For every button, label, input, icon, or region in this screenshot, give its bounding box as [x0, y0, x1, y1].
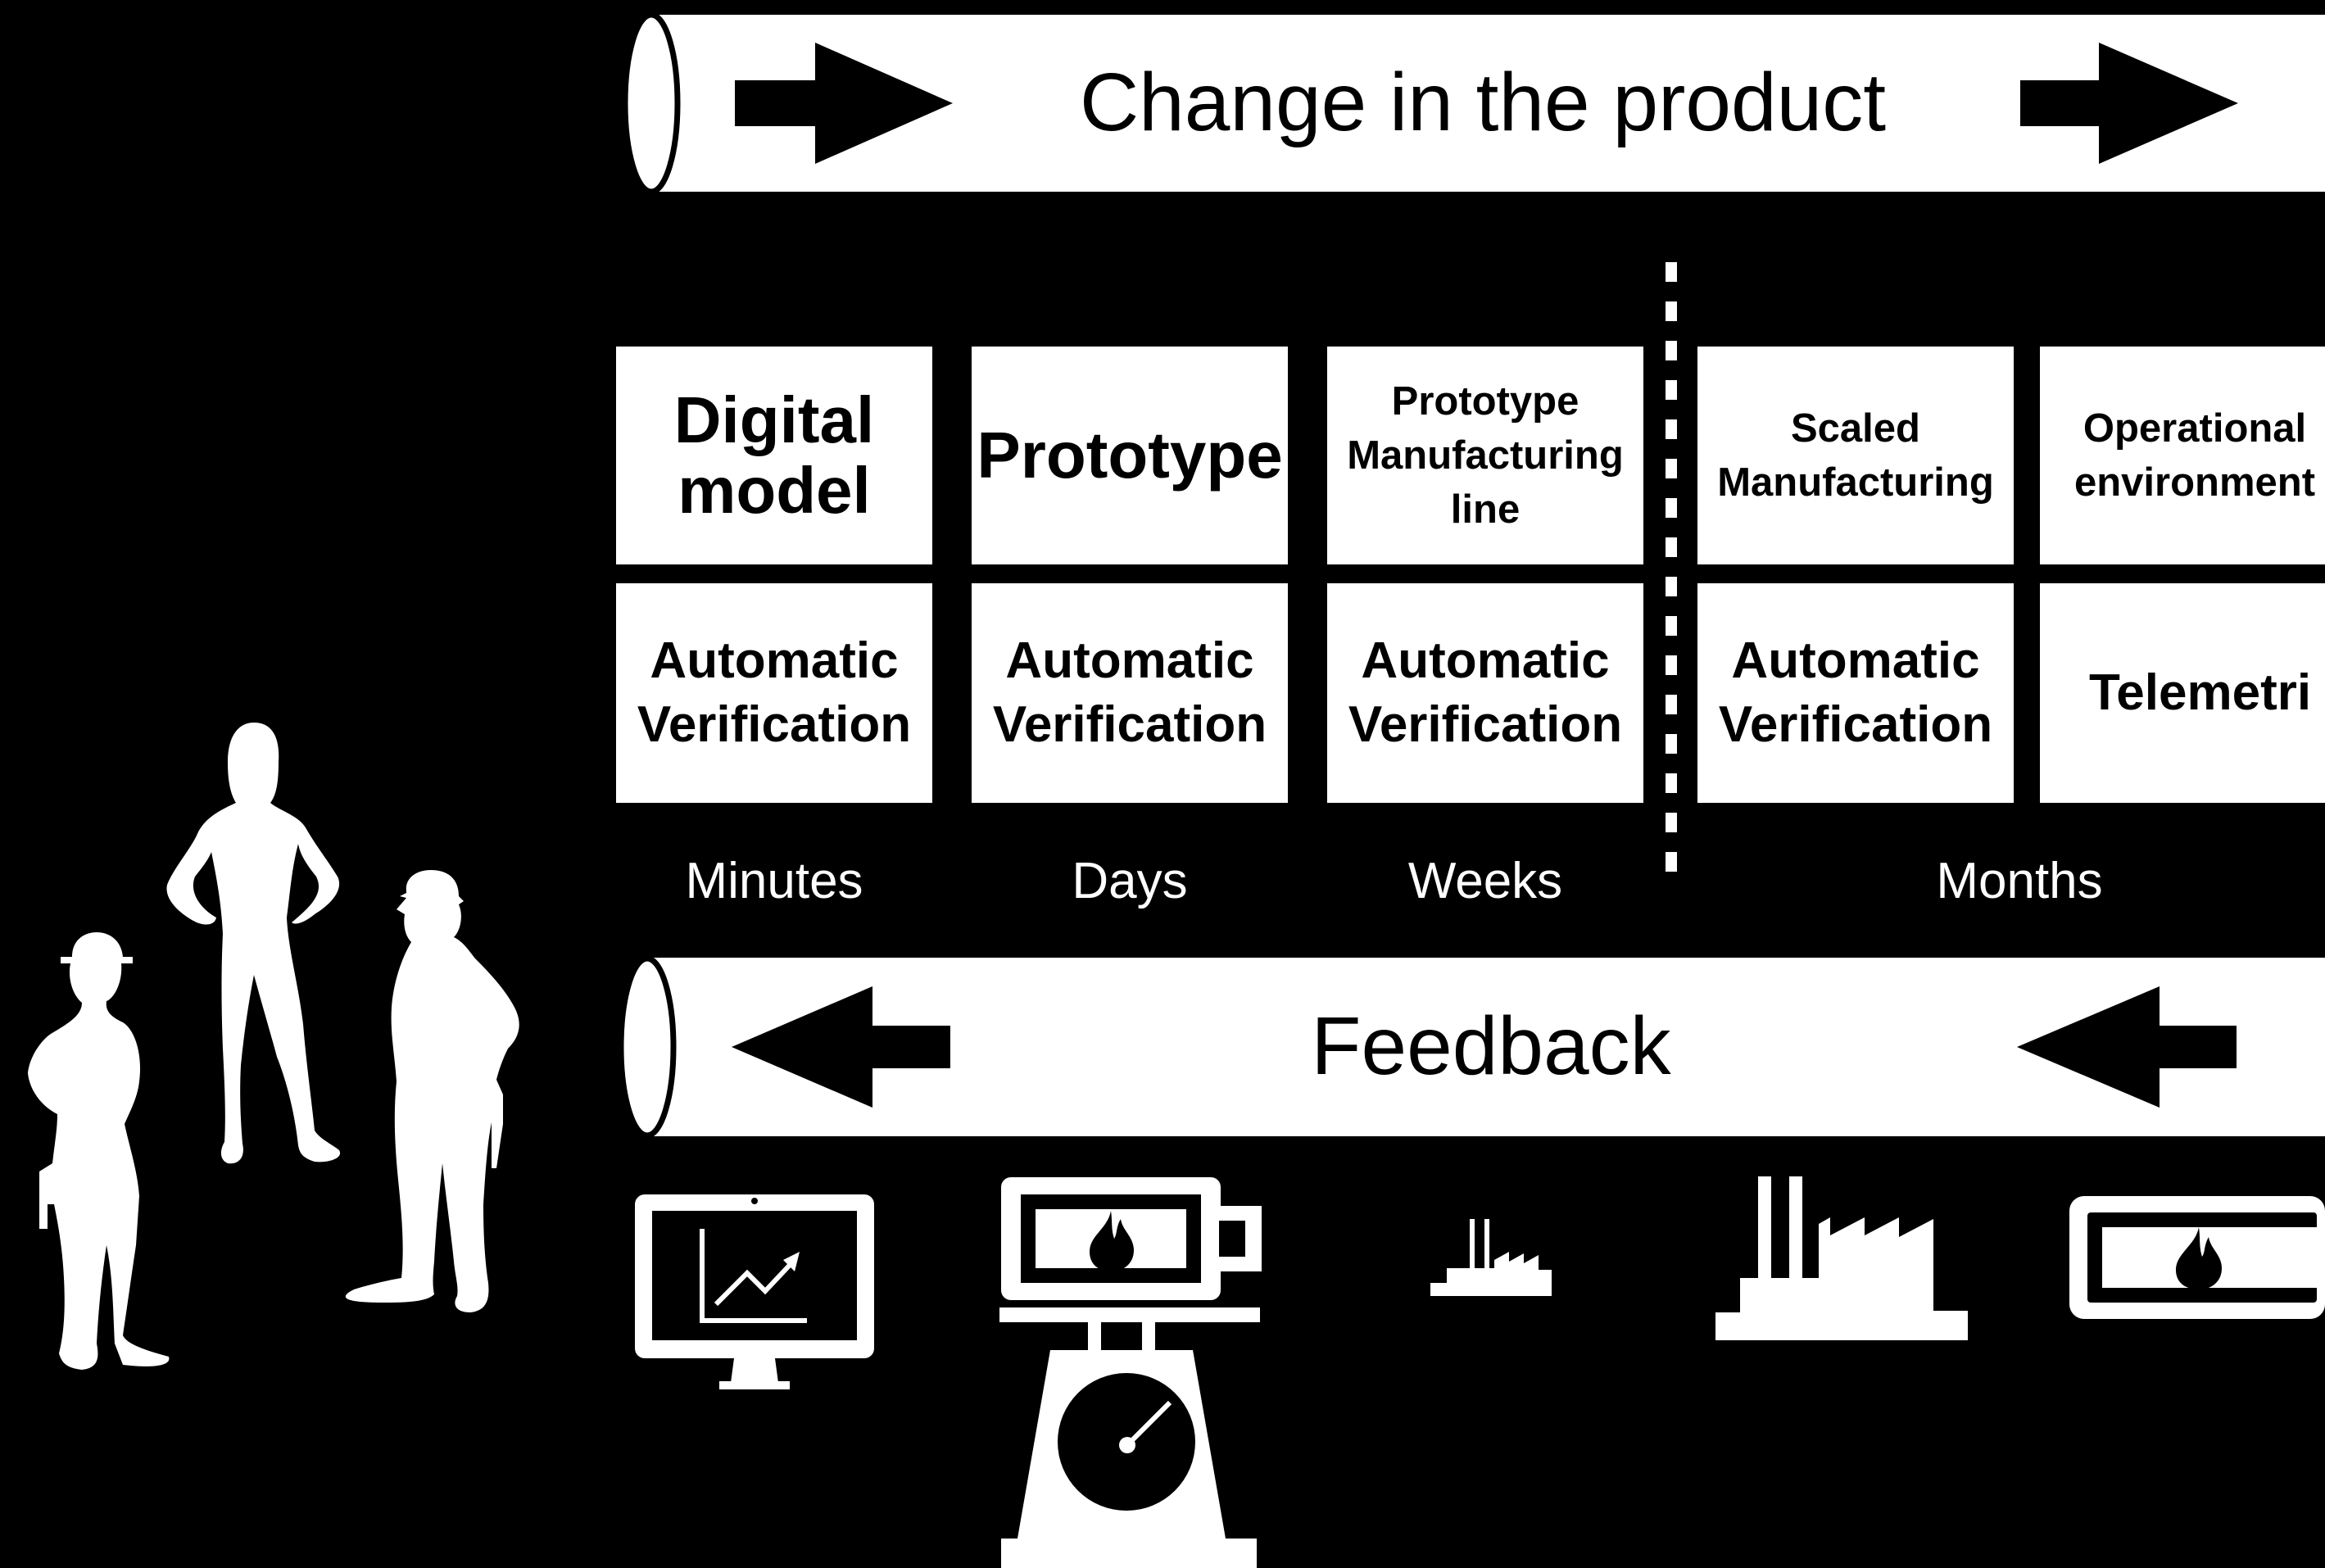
- battery-flame-icon: [2069, 1196, 2325, 1319]
- stage-label: Operational environment: [2074, 406, 2316, 505]
- telemetry-box: Telemetri: [2040, 583, 2325, 803]
- man-hardhat-silhouette: [345, 870, 519, 1312]
- verification-label: Automatic Verification: [637, 632, 912, 753]
- verification-box: Automatic Verification: [972, 583, 1288, 803]
- stage-label: Digital model: [673, 383, 875, 527]
- stage-box-digital-model: Digital model: [616, 347, 932, 564]
- stage-box-operational-environment: Operational environment: [2040, 347, 2325, 564]
- woman-silhouette: [166, 723, 341, 1164]
- arrow-right-icon: [735, 43, 953, 164]
- arrow-left-icon: [732, 986, 950, 1108]
- stage-box-prototype-manufacturing-line: Prototype Manufacturing line: [1327, 347, 1643, 564]
- verification-label: Automatic Verification: [992, 632, 1267, 753]
- feedback-label: Feedback: [1311, 1000, 1671, 1092]
- feedback-band: [618, 955, 2325, 1139]
- stage-box-prototype: Prototype: [972, 347, 1288, 564]
- monitor-chart-icon: [635, 1194, 874, 1389]
- stage-box-scaled-manufacturing: Scaled Manufacturing: [1697, 347, 2014, 564]
- verification-label: Automatic Verification: [1718, 632, 1993, 753]
- verification-box: Automatic Verification: [1327, 583, 1643, 803]
- arrow-right-icon: [2020, 43, 2238, 164]
- time-label-months: Months: [1936, 853, 2103, 909]
- telemetry-label: Telemetri: [2089, 664, 2312, 721]
- small-factory-icon: [1430, 1219, 1552, 1296]
- large-factory-icon: [1715, 1176, 1968, 1340]
- stage-label: Prototype Manufacturing line: [1347, 379, 1624, 532]
- time-label-days: Days: [1072, 853, 1188, 909]
- time-label-weeks: Weeks: [1407, 853, 1563, 909]
- arrow-left-icon: [2017, 986, 2237, 1108]
- flame-icon: [1090, 1211, 1134, 1271]
- verification-label: Automatic Verification: [1348, 632, 1623, 753]
- flame-icon: [2176, 1227, 2222, 1289]
- change-in-product-band: [622, 11, 2325, 195]
- time-label-minutes: Minutes: [685, 853, 863, 909]
- change-in-product-label: Change in the product: [1079, 57, 1887, 148]
- battery-on-scale-icon: [999, 1177, 1262, 1568]
- stage-label: Prototype: [977, 419, 1283, 492]
- verification-box: Automatic Verification: [616, 583, 932, 803]
- verification-box: Automatic Verification: [1697, 583, 2014, 803]
- stage-label: Scaled Manufacturing: [1717, 406, 1994, 505]
- woman-hardhat-silhouette: [28, 932, 170, 1370]
